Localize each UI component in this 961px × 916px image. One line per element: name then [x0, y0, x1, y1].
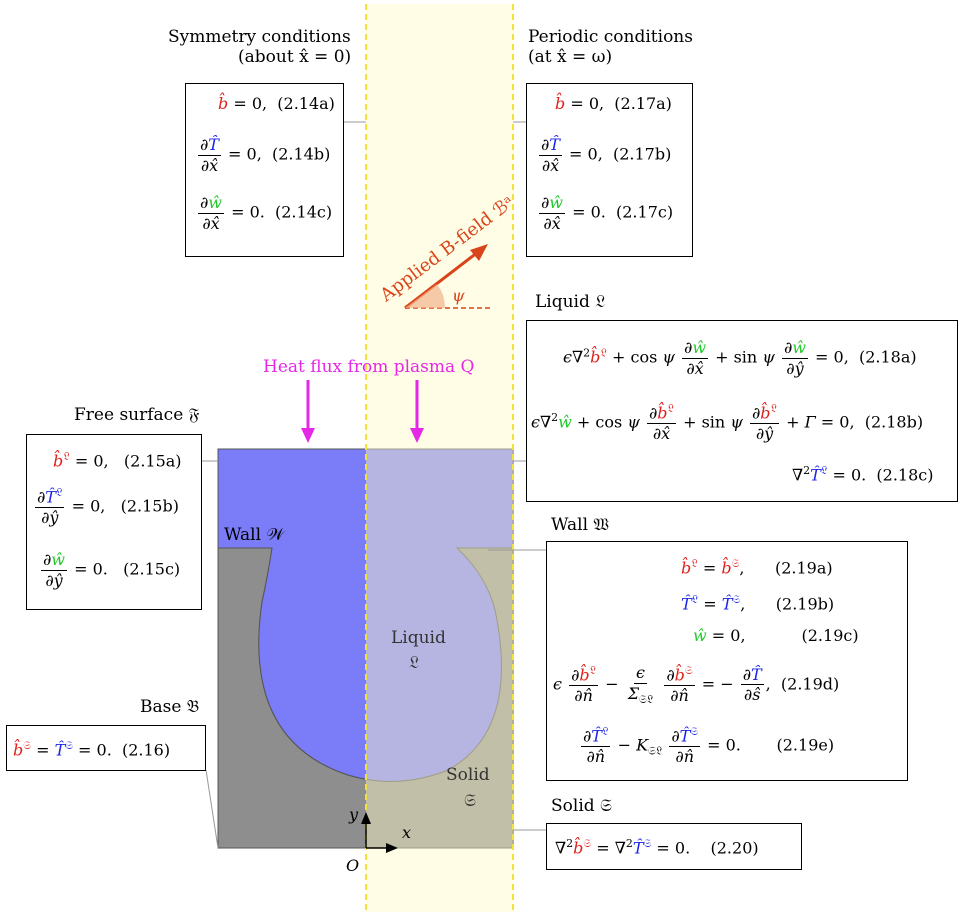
- field-arrow-shaft: [404, 250, 479, 310]
- base-heading: Base 𝔅: [140, 697, 200, 717]
- liquid-label-1: Liquid: [391, 628, 446, 648]
- symmetry-heading-line1: Symmetry conditions: [168, 27, 351, 47]
- eq-2-15a: b̂𝔏 = 0, (2.15a): [53, 450, 182, 471]
- symmetry-heading-line2: (about x̂ = 0): [238, 47, 352, 67]
- free-surface-heading: Free surface 𝔉: [74, 405, 200, 425]
- field-arrow-head: [470, 244, 488, 261]
- heat-flux-label: Heat flux from plasma Q: [263, 357, 475, 377]
- eq-2-14b: ∂T̂∂x̂ = 0, (2.14b): [198, 135, 331, 175]
- liquid-heading: Liquid 𝔏: [535, 292, 606, 312]
- heat-arrow-right-head: [410, 428, 424, 443]
- origin-label: O: [346, 856, 359, 875]
- eq-2-14c: ∂ŵ∂x̂ = 0. (2.14c): [198, 193, 333, 233]
- periodic-heading-line2: (at x̂ = ω): [528, 47, 613, 67]
- periodic-box: b̂ = 0, (2.17a) ∂T̂∂x̂ = 0, (2.17b) ∂ŵ∂x…: [526, 83, 693, 257]
- eq-2-19c: ŵ = 0, (2.19c): [693, 626, 859, 645]
- base-box: b̂𝔖 = T̂𝔖 = 0. (2.16): [6, 725, 206, 771]
- eq-2-17c: ∂ŵ∂x̂ = 0. (2.17c): [539, 193, 674, 233]
- eq-2-18c: ∇2T̂𝔏 = 0. (2.18c): [792, 464, 934, 485]
- eq-2-19e: ∂T̂𝔏∂n̂ − K𝔖𝔏 ∂T̂𝔖∂n̂ = 0. (2.19e): [581, 725, 835, 766]
- eq-2-14a: b̂ = 0, (2.14a): [218, 94, 335, 113]
- solid-label-1: Solid: [446, 765, 490, 785]
- wall-box: b̂𝔏 = b̂𝔖, (2.19a) T̂𝔏 = T̂𝔖, (2.19b) ŵ …: [546, 541, 908, 781]
- liquid-label-2: 𝔏: [409, 653, 419, 673]
- eq-2-15b: ∂T̂𝔏∂ŷ = 0, (2.15b): [35, 486, 179, 527]
- periodic-strip: [366, 4, 513, 912]
- symmetry-heading: Symmetry conditions (about x̂ = 0): [168, 27, 351, 67]
- wall-bc-heading: Wall 𝔚: [551, 515, 609, 535]
- periodic-heading: Periodic conditions (at x̂ = ω): [528, 27, 693, 67]
- solid-heading: Solid 𝔖: [551, 796, 612, 816]
- eq-2-18b: ϵ∇2ŵ + cos ψ ∂b̂𝔏∂x̂ + sin ψ ∂b̂𝔏∂ŷ + Γ …: [531, 402, 924, 443]
- leader-lines: [202, 121, 546, 849]
- psi-label: ψ: [452, 286, 465, 305]
- free-surface-box: b̂𝔏 = 0, (2.15a) ∂T̂𝔏∂ŷ = 0, (2.15b) ∂ŵ∂…: [26, 434, 202, 610]
- heat-arrow-left-head: [301, 428, 315, 443]
- psi-angle-fill: [405, 284, 445, 308]
- symmetry-box: b̂ = 0, (2.14a) ∂T̂∂x̂ = 0, (2.14b) ∂ŵ∂x…: [185, 83, 344, 257]
- axis-x-label: x: [402, 823, 411, 842]
- eq-2-17a: b̂ = 0, (2.17a): [555, 94, 672, 113]
- eq-2-15c: ∂ŵ∂ŷ = 0. (2.15c): [41, 550, 181, 590]
- eq-2-18a: ϵ∇2b̂𝔏 + cos ψ ∂ŵ∂x̂ + sin ψ ∂ŵ∂ŷ = 0, (…: [563, 338, 917, 378]
- axis-y-label: y: [348, 805, 359, 824]
- eq-2-19a: b̂𝔏 = b̂𝔖, (2.19a): [681, 557, 833, 578]
- y-axis-head: [361, 812, 371, 824]
- eq-2-17b: ∂T̂∂x̂ = 0, (2.17b): [539, 135, 672, 175]
- solid-label-2: 𝔖: [464, 791, 476, 811]
- eq-2-19b: T̂𝔏 = T̂𝔖, (2.19b): [681, 593, 835, 614]
- x-axis-head: [386, 843, 398, 853]
- periodic-heading-line1: Periodic conditions: [528, 27, 693, 47]
- wall-label: Wall 𝒲: [224, 525, 286, 545]
- eq-2-16: b̂𝔖 = T̂𝔖 = 0. (2.16): [13, 739, 171, 760]
- eq-2-20: ∇2b̂𝔖 = ∇2T̂𝔖 = 0. (2.20): [555, 837, 759, 858]
- solid-box: ∇2b̂𝔖 = ∇2T̂𝔖 = 0. (2.20): [546, 823, 802, 870]
- liquid-box: ϵ∇2b̂𝔏 + cos ψ ∂ŵ∂x̂ + sin ψ ∂ŵ∂ŷ = 0, (…: [526, 320, 958, 502]
